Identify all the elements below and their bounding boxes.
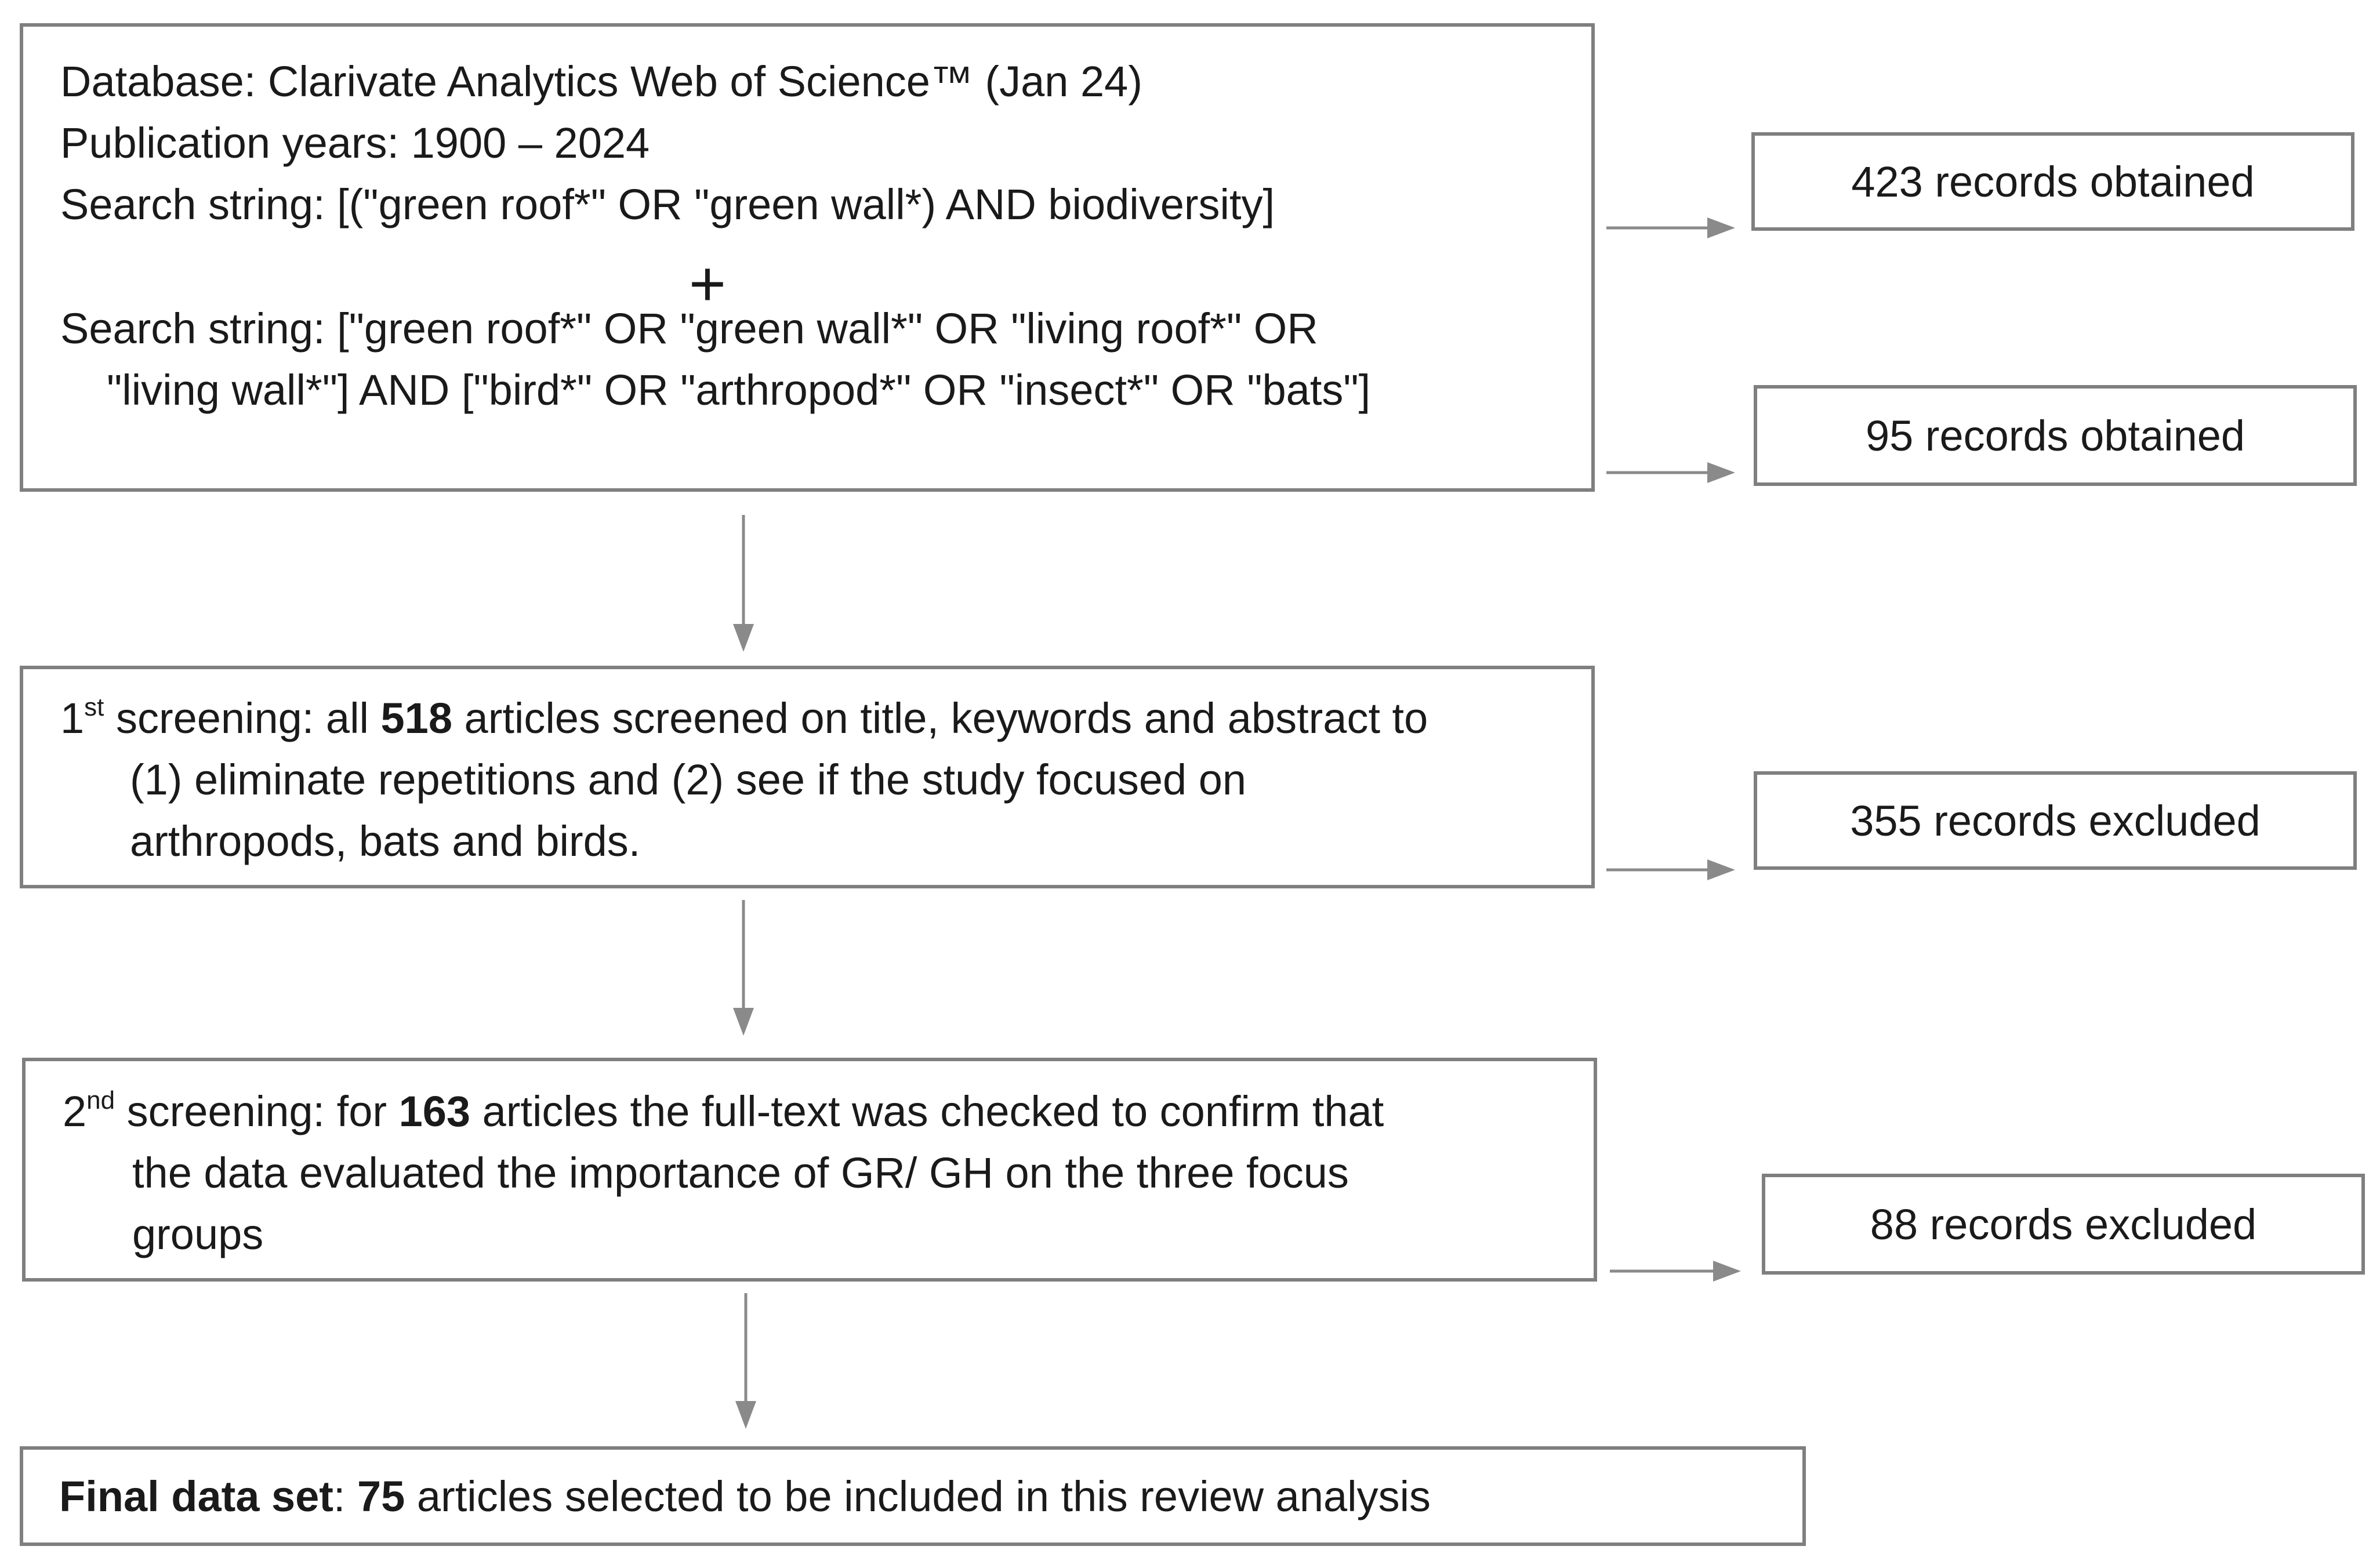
second-screening-line1: 2nd screening: for 163 articles the full… bbox=[63, 1086, 1384, 1135]
excluded-355-label: 355 records excluded bbox=[1850, 796, 2261, 845]
plus-sign: + bbox=[688, 248, 727, 320]
arrow-to-355 bbox=[1606, 859, 1735, 880]
result-423-label: 423 records obtained bbox=[1851, 157, 2255, 206]
excluded-88-label: 88 records excluded bbox=[1870, 1200, 2257, 1248]
result-box-423: 423 records obtained bbox=[1751, 132, 2354, 231]
final-data-set-label: Final data set bbox=[59, 1472, 333, 1520]
second-screening-line2: the data evaluated the importance of GR/… bbox=[132, 1149, 1349, 1197]
final-data-set-line: Final data set: 75 articles selected to … bbox=[59, 1472, 1431, 1520]
excluded-box-355: 355 records excluded bbox=[1754, 771, 2357, 870]
arrow-to-423 bbox=[1606, 217, 1735, 238]
second-screening-count: 163 bbox=[398, 1087, 471, 1135]
first-screening-line2: (1) eliminate repetitions and (2) see if… bbox=[130, 756, 1247, 804]
final-count: 75 bbox=[357, 1472, 405, 1520]
arrow-search-to-screening1 bbox=[733, 515, 754, 652]
second-screening-line3: groups bbox=[132, 1210, 264, 1258]
result-95-label: 95 records obtained bbox=[1865, 411, 2245, 460]
search-string-2: Search string: ["green roof*" OR "green … bbox=[60, 304, 1318, 353]
search-box: Database: Clarivate Analytics Web of Sci… bbox=[20, 23, 1595, 492]
arrow-screening1-to-screening2 bbox=[733, 900, 754, 1036]
search-string-1: Search string: [("green roof*" OR "green… bbox=[60, 180, 1275, 228]
first-screening-line3: arthropods, bats and birds. bbox=[130, 817, 641, 865]
final-data-set-box: Final data set: 75 articles selected to … bbox=[20, 1446, 1806, 1546]
database-line: Database: Clarivate Analytics Web of Sci… bbox=[60, 57, 1142, 106]
first-screening-line1: 1st screening: all 518 articles screened… bbox=[60, 693, 1428, 742]
publication-years-line: Publication years: 1900 – 2024 bbox=[60, 119, 650, 167]
search-string-2-cont: "living wall*"] AND ["bird*" OR "arthrop… bbox=[107, 366, 1371, 414]
second-screening-box: 2nd screening: for 163 articles the full… bbox=[22, 1058, 1597, 1282]
arrow-screening2-to-final bbox=[735, 1293, 756, 1429]
arrow-to-95 bbox=[1606, 462, 1735, 483]
first-screening-count: 518 bbox=[380, 694, 452, 742]
result-box-95: 95 records obtained bbox=[1754, 385, 2357, 486]
excluded-box-88: 88 records excluded bbox=[1762, 1174, 2365, 1275]
first-screening-box: 1st screening: all 518 articles screened… bbox=[20, 666, 1595, 888]
arrow-to-88 bbox=[1610, 1261, 1741, 1282]
